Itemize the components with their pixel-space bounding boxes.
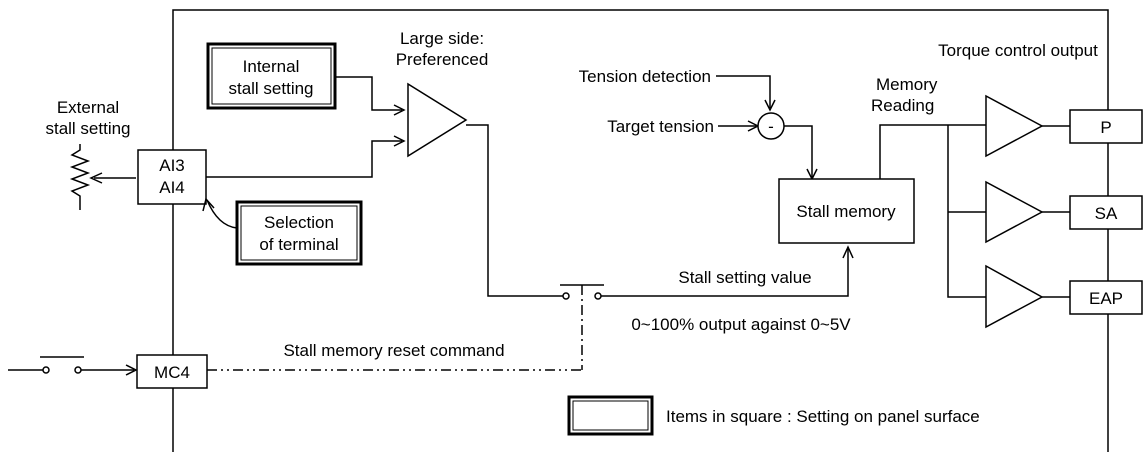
selection-of-terminal-box [235, 200, 363, 266]
external-label-2: stall setting [45, 119, 130, 138]
legend-box-icon [567, 395, 654, 436]
external-label-1: External [57, 98, 119, 117]
output-p-label: P [1100, 118, 1111, 137]
stall-setting-value-label: Stall setting value [678, 268, 811, 287]
max-select-amp [407, 82, 468, 158]
reading-label: Reading [871, 96, 934, 115]
output-sa-box [1069, 195, 1143, 230]
selection-to-ai-line [206, 199, 238, 229]
internal-to-max-line [335, 76, 402, 111]
selection-label-2: of terminal [259, 235, 338, 254]
ai4-label: AI4 [159, 178, 185, 197]
potentiometer-icon [69, 144, 91, 210]
output-amp-p [985, 94, 1044, 158]
mc4-box [136, 354, 208, 389]
output-range-label: 0~100% output against 0~5V [631, 315, 851, 334]
ai3-label: AI3 [159, 156, 185, 175]
ai-to-max-line [206, 140, 402, 178]
output-eap-label: EAP [1089, 289, 1123, 308]
torque-output-label: Torque control output [938, 41, 1098, 60]
minus-sign: - [768, 117, 774, 136]
output-amp-eap [985, 264, 1044, 329]
stall-memory-box [778, 178, 915, 244]
mc4-label: MC4 [154, 363, 190, 382]
arrowhead [393, 104, 406, 116]
output-bus-line [947, 125, 986, 298]
reset-command-label: Stall memory reset command [283, 341, 504, 360]
ai-terminal-box [137, 149, 207, 205]
stall-memory-label: Stall memory [796, 202, 896, 221]
legend-label: Items in square : Setting on panel surfa… [666, 407, 980, 426]
memory-label: Memory [876, 75, 938, 94]
panel-boundary [172, 9, 1109, 452]
subtractor-to-memory-line [784, 125, 813, 177]
switch-contact-right [594, 292, 602, 300]
tension-detection-label: Tension detection [579, 67, 711, 86]
switch-to-memory-line [601, 249, 849, 297]
selection-label-1: Selection [264, 213, 334, 232]
output-eap-box [1069, 280, 1143, 315]
output-sa-label: SA [1095, 204, 1118, 223]
internal-stall-label-2: stall setting [228, 79, 313, 98]
output-p-box [1069, 109, 1143, 144]
switch-contact-left [562, 292, 570, 300]
internal-stall-label-1: Internal [243, 57, 300, 76]
internal-stall-setting-box [206, 42, 337, 110]
tension-detection-line [716, 75, 771, 108]
target-tension-label: Target tension [607, 117, 714, 136]
max-to-switch-line [466, 124, 564, 297]
preferenced-label: Preferenced [396, 50, 489, 69]
output-amp-sa [985, 180, 1044, 244]
memory-output-line [879, 124, 986, 179]
large-side-label: Large side: [400, 29, 484, 48]
